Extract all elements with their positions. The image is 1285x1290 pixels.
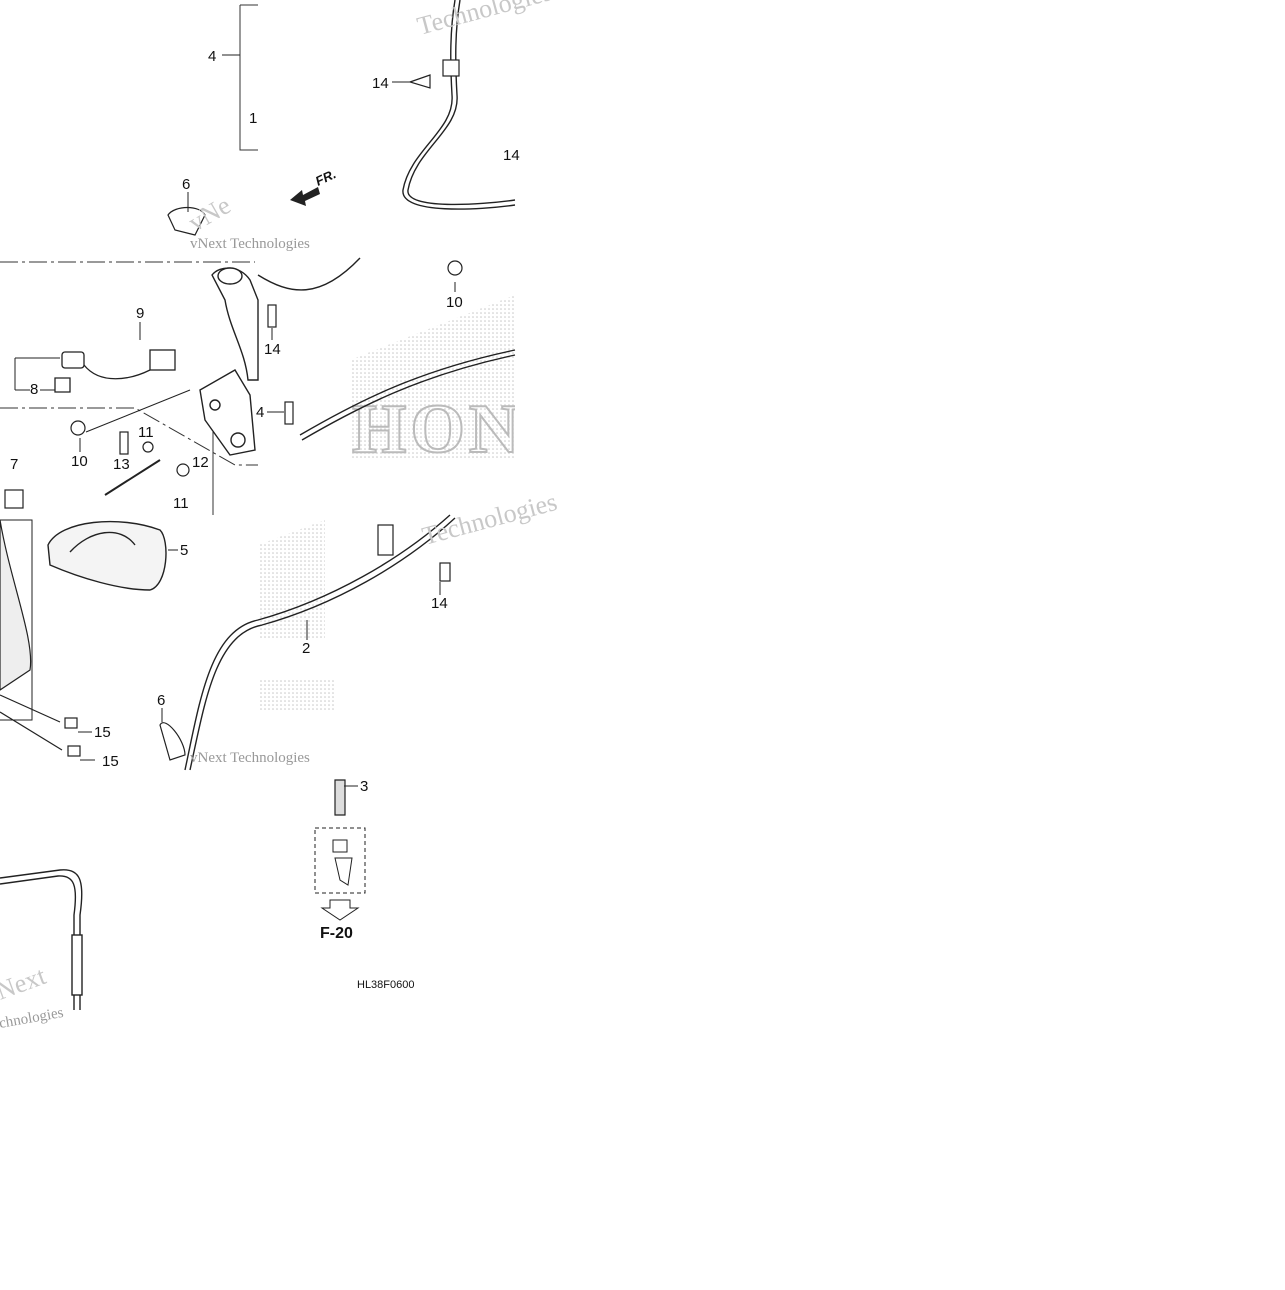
callout-14: 14 [372, 75, 389, 92]
callout-7: 7 [10, 456, 18, 473]
brand-wing-panel-bottom [258, 520, 335, 710]
reference-label: F-20 [320, 925, 353, 942]
callout-14: 14 [431, 595, 448, 612]
callout-3: 3 [360, 778, 368, 795]
front-label: FR. [313, 166, 338, 188]
watermark: vNext Technologies [190, 750, 310, 766]
brake-cable-lower [184, 514, 456, 771]
callout-8: 8 [30, 381, 38, 398]
callout-4: 4 [256, 404, 264, 421]
callout-10: 10 [71, 453, 88, 470]
callout-6: 6 [182, 176, 190, 193]
inset-f20: F-20 [314, 827, 366, 942]
callout-10: 10 [446, 294, 463, 311]
callout-9: 9 [136, 305, 144, 322]
callout-13: 13 [113, 456, 130, 473]
callout-4: 4 [208, 48, 216, 65]
callout-11: 11 [138, 424, 154, 441]
brake-cable-middle [257, 257, 516, 441]
hardware-parts [0, 59, 463, 816]
watermark: Next [0, 961, 50, 1006]
brake-lever-assembly [199, 267, 259, 456]
drawing-code: HL38F0600 [357, 979, 415, 991]
leader-lines [14, 54, 456, 787]
callout-12: 12 [192, 454, 209, 471]
lever-boot-cover [47, 520, 167, 591]
front-direction-marker: FR. [290, 166, 338, 206]
callout-15: 15 [94, 724, 111, 741]
callout-5: 5 [180, 542, 188, 559]
callout-6: 6 [157, 692, 165, 709]
brake-switch-harness [54, 349, 176, 393]
watermark: vNext Technologies [190, 236, 310, 252]
callout-14: 14 [503, 147, 520, 164]
brake-cable-upper [402, 0, 516, 210]
callout-1: 1 [249, 110, 257, 127]
callout-15: 15 [102, 753, 119, 770]
region-dividers [0, 4, 258, 515]
brake-cable-bottom-left [0, 869, 83, 1010]
callout-11: 11 [173, 495, 189, 512]
callouts: 4 1 14 14 6 10 9 14 8 4 10 13 11 12 11 7… [10, 48, 520, 795]
watermark: chnologies [0, 1005, 65, 1032]
callout-2: 2 [302, 640, 310, 657]
callout-14: 14 [264, 341, 281, 358]
watermarks: Technologies vNext Technologies Technolo… [0, 0, 560, 1032]
